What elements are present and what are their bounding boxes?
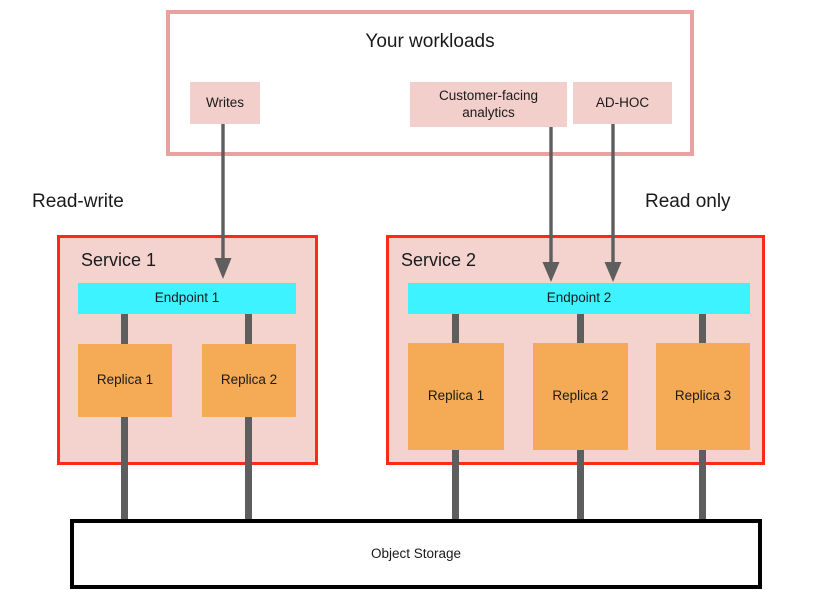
object-storage-box[interactable]: Object Storage [70, 519, 762, 589]
connector-s2-replica1-storage [452, 449, 459, 521]
connector-endpoint1-replica2 [245, 313, 252, 345]
label-read-only: Read only [645, 191, 731, 212]
connector-endpoint2-replica3 [699, 313, 706, 344]
service-2-replica-2[interactable]: Replica 2 [533, 343, 628, 450]
service-2-title: Service 2 [401, 250, 477, 270]
service-1-replica-1[interactable]: Replica 1 [78, 344, 172, 417]
endpoint-1[interactable]: Endpoint 1 [78, 283, 296, 314]
workload-chip-label: Customer-facing analytics [438, 88, 539, 120]
workload-chip-customer-facing-analytics[interactable]: Customer-facing analytics [410, 82, 567, 127]
label-read-write: Read-write [32, 191, 124, 212]
workload-chip-writes[interactable]: Writes [190, 82, 260, 124]
connector-s2-replica2-storage [577, 449, 584, 521]
service-2-replica-1[interactable]: Replica 1 [408, 343, 504, 450]
connector-s1-replica1-storage [121, 416, 128, 521]
connector-endpoint2-replica2 [577, 313, 584, 344]
connector-s1-replica2-storage [245, 416, 252, 521]
service-2-replica-3[interactable]: Replica 3 [656, 343, 750, 450]
connector-endpoint2-replica1 [452, 313, 459, 344]
workloads-title: Your workloads [365, 31, 495, 52]
service-1-replica-2[interactable]: Replica 2 [202, 344, 296, 417]
connector-endpoint1-replica1 [121, 313, 128, 345]
workload-chip-ad-hoc[interactable]: AD-HOC [573, 82, 672, 124]
endpoint-2[interactable]: Endpoint 2 [408, 283, 750, 314]
connector-s2-replica3-storage [699, 449, 706, 521]
service-1-title: Service 1 [81, 250, 157, 270]
